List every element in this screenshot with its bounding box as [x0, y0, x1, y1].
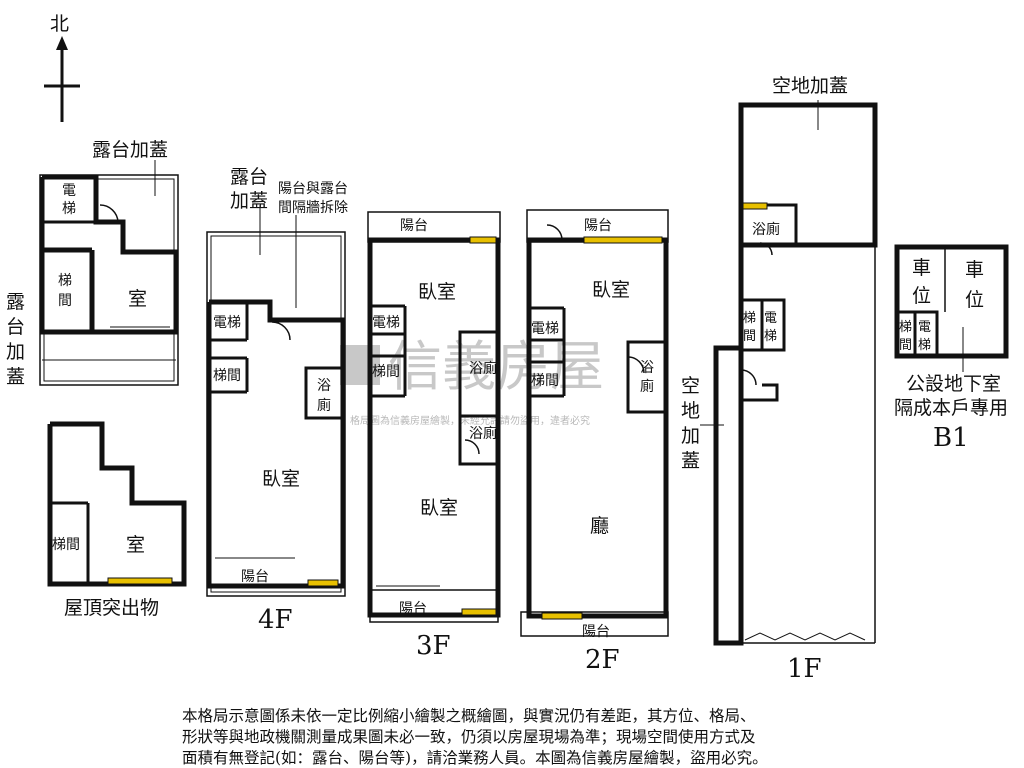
roof-terrace-annex-v3: 加	[6, 341, 25, 363]
roof-protrusion-plan	[47, 421, 187, 587]
roof-terrace-annex-v4: 蓋	[6, 366, 25, 388]
floor2-elevator-label: 電梯	[531, 321, 559, 337]
floor1-elevator-label-2: 梯	[764, 329, 777, 344]
floor3-label: 3F	[416, 631, 451, 661]
floor2-bedroom-label: 臥室	[592, 279, 630, 301]
watermark-logo	[340, 345, 380, 385]
floor1-annex-side-3: 加	[681, 425, 700, 447]
floor3-bath1-label: 浴廁	[469, 360, 497, 377]
floor4-wall-note-2: 間隔牆拆除	[278, 200, 348, 216]
roof-upper-plan	[39, 174, 179, 386]
floor1-stair-label-2: 間	[743, 329, 756, 344]
roof-elevator-label-1: 電	[62, 183, 76, 199]
floor-4f-plan	[206, 231, 346, 597]
floor2-stair-label: 梯間	[531, 373, 559, 389]
floor2-hall-label: 廳	[590, 515, 609, 537]
b1-elevator-label-2: 梯	[918, 338, 931, 353]
floor-3f-plan	[367, 211, 501, 623]
floor1-stair-label-1: 梯	[743, 311, 756, 326]
roof-terrace-annex-v1: 露	[6, 291, 25, 313]
floor4-bedroom-label: 臥室	[262, 468, 300, 490]
floor1-label: 1F	[787, 654, 822, 684]
floor2-balcony-top-label: 陽台	[584, 218, 612, 234]
b1-elevator-label-1: 電	[918, 320, 931, 335]
north-arrow-head-icon	[56, 36, 68, 50]
disclaimer-line-1: 本格局示意圖係未依一定比例縮小繪製之概繪圖，與實況仍有差距，其方位、格局、	[182, 706, 756, 725]
b1-note-1: 公設地下室	[906, 373, 1001, 395]
roof-floor-label: 屋頂突出物	[64, 597, 159, 619]
floor4-terrace-annex-1: 露台	[230, 166, 268, 188]
compass: 北	[44, 13, 80, 122]
b1-note-2: 隔成本戶專用	[894, 397, 1008, 419]
floor4-bath-label-2: 廁	[317, 397, 331, 414]
floor3-elevator-label: 電梯	[372, 315, 400, 331]
floor1-annex-side-2: 地	[681, 400, 700, 422]
roof-protrusion-stair-label: 梯間	[52, 537, 80, 553]
floor-1f-plan	[713, 102, 878, 646]
b1-parking2-label-1: 車	[965, 259, 984, 281]
b1-stair-label-2: 間	[899, 338, 912, 353]
roof-stair-label-2: 間	[58, 293, 72, 309]
floor4-label: 4F	[258, 605, 293, 635]
floor4-balcony-label: 陽台	[241, 569, 269, 585]
basement-b1-plan	[894, 244, 1009, 372]
roof-terrace-annex-label: 露台加蓋	[92, 139, 168, 161]
roof-protrusion-room-label: 室	[126, 534, 145, 556]
roof-elevator-label-2: 梯	[62, 201, 76, 217]
floor4-bath-label-1: 浴	[317, 378, 331, 394]
floor2-bath-label-1: 浴	[640, 360, 654, 376]
b1-parking2-label-2: 位	[965, 289, 984, 311]
floor3-bedroom-bottom-label: 臥室	[420, 497, 458, 519]
roof-stair-label-1: 梯	[58, 273, 72, 289]
floor4-elevator-label: 電梯	[213, 315, 241, 331]
floor3-balcony-bottom-label: 陽台	[399, 601, 427, 617]
floor1-annex-side-4: 蓋	[681, 450, 700, 472]
b1-label: B1	[933, 423, 969, 453]
floor1-annex-top-label: 空地加蓋	[772, 75, 848, 97]
floor3-bath2-label: 浴廁	[469, 425, 497, 442]
floor1-elevator-label-1: 電	[764, 311, 777, 326]
floor4-wall-note-1: 陽台與露台	[278, 181, 348, 197]
disclaimer-line-2: 形狀等與地政機關測量成果圖未必一致，仍須以房屋現場為準；現場空間使用方式及	[182, 728, 756, 746]
roof-terrace-annex-v2: 台	[6, 316, 25, 338]
disclaimer-line-3: 面積有無登記(如：露台、陽台等)，請洽業務人員。本圖為信義房屋繪製，盜用必究。	[182, 748, 768, 767]
floor1-annex-side-1: 空	[681, 375, 700, 397]
b1-parking1-label-2: 位	[912, 285, 931, 307]
floor3-bedroom-top-label: 臥室	[418, 281, 456, 303]
north-label: 北	[50, 13, 69, 35]
floor4-stair-label: 梯間	[213, 368, 241, 384]
roof-room-label: 室	[128, 288, 147, 310]
floor4-terrace-annex-2: 加蓋	[230, 190, 268, 212]
floor3-balcony-top-label: 陽台	[400, 218, 428, 234]
floor2-label: 2F	[585, 645, 620, 675]
floor2-bath-label-2: 廁	[640, 378, 654, 395]
floor2-balcony-bottom-label: 陽台	[582, 624, 610, 640]
b1-parking1-label-1: 車	[912, 257, 931, 279]
b1-stair-label-1: 梯	[899, 320, 912, 335]
floor3-stair-label: 梯間	[372, 364, 400, 380]
floor1-bath-label: 浴廁	[752, 221, 780, 238]
